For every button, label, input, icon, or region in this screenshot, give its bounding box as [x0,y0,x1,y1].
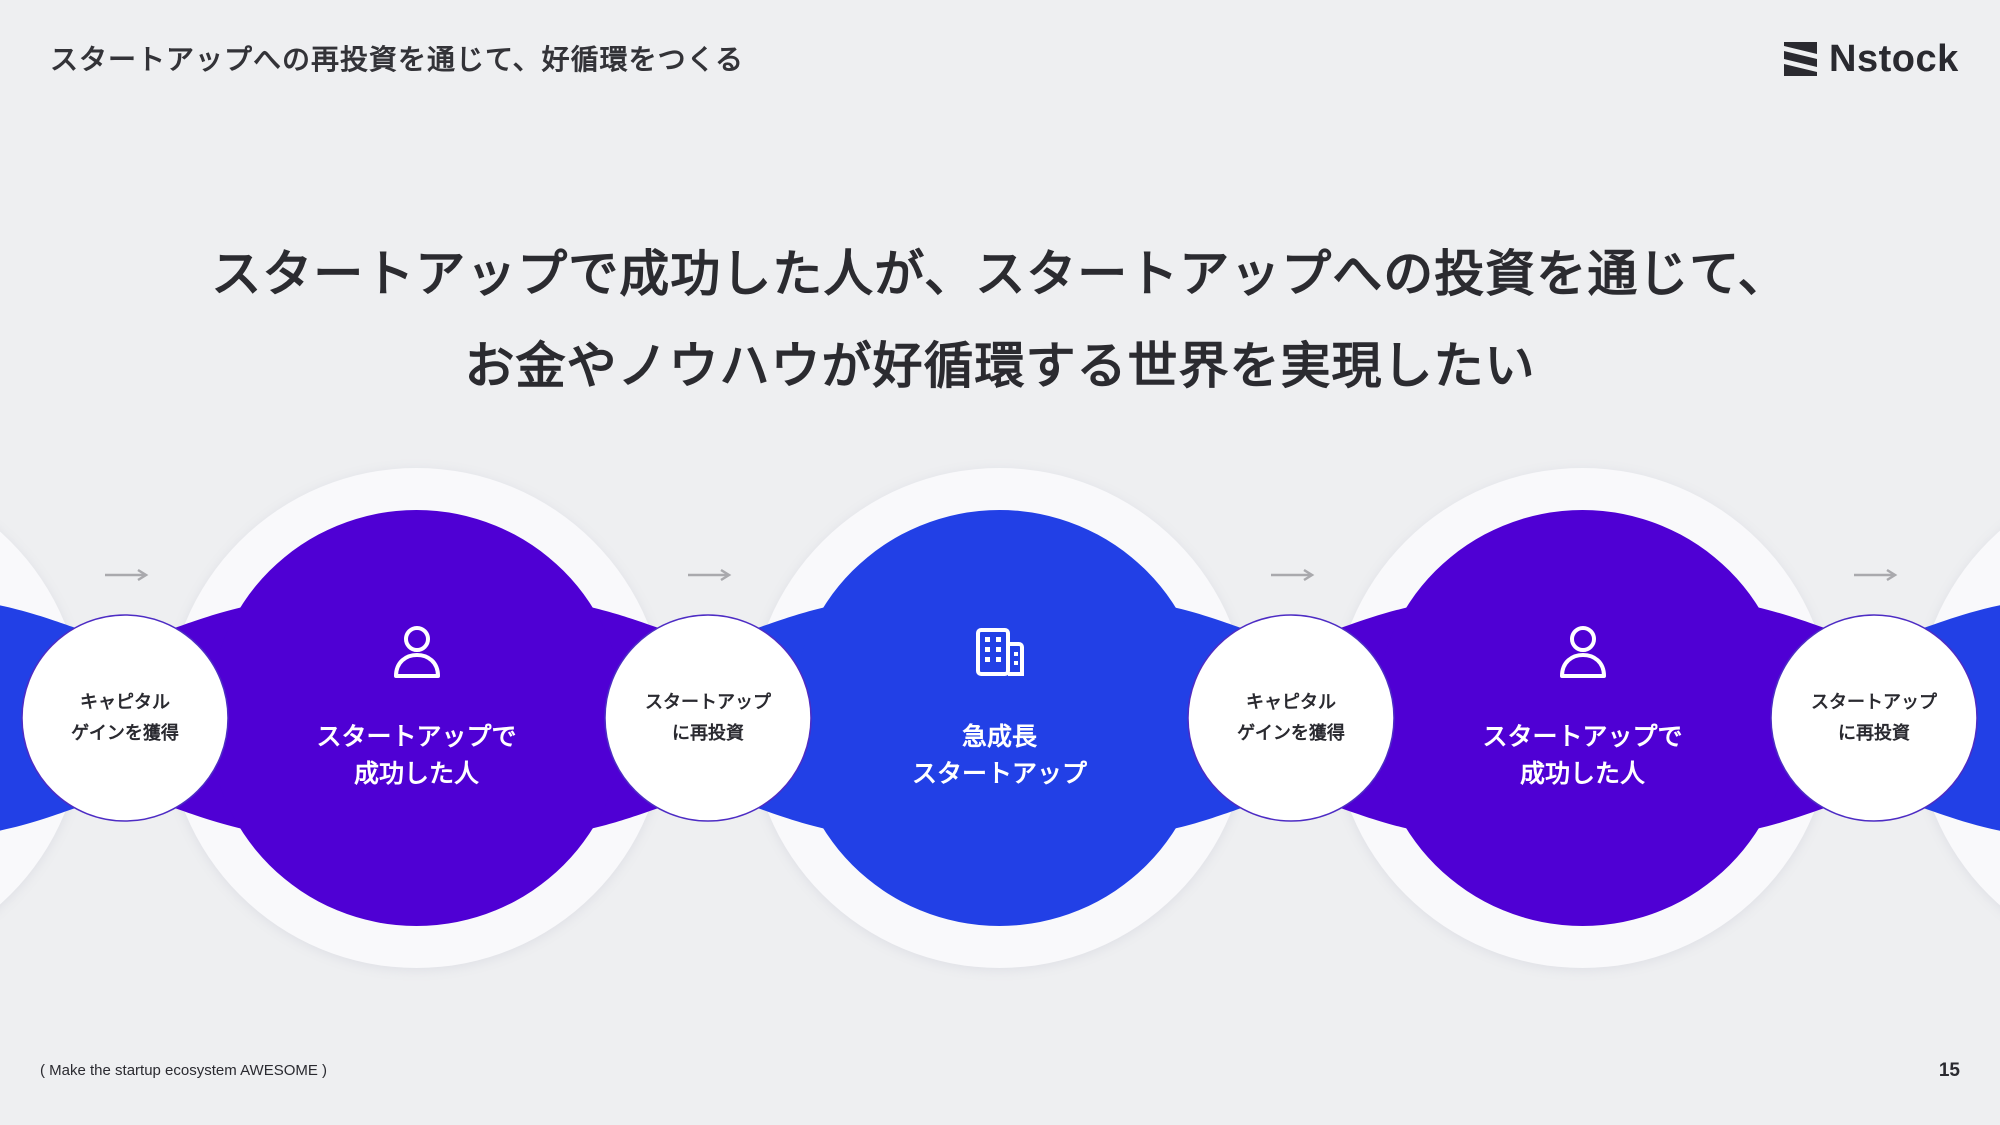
logo: Nstock [1784,40,1959,78]
node-label-line-2: に再投資 [672,723,744,744]
logo-text: Nstock [1829,38,1959,80]
big-node-circle-2 [1374,510,1791,926]
big-node-circle-0 [208,510,625,926]
node-label-line-2: に再投資 [1838,723,1910,744]
node-label-line-1: キャピタル [79,692,170,713]
header-title: スタートアップへの再投資を通じて、好循環をつくる [50,43,745,76]
big-node-label-2: スタートアップで成功した人 [1482,718,1682,792]
node-label-line-2: ゲインを獲得 [1237,723,1345,744]
headline: スタートアップで成功した人が、スタートアップへの投資を通じて、 お金やノウハウが… [0,228,2000,412]
connector-label-2: キャピタルゲインを獲得 [1237,687,1345,749]
big-node-label-0: スタートアップで成功した人 [316,718,516,792]
nstock-logo-icon [1784,42,1817,76]
footer-tagline: ( Make the startup ecosystem AWESOME ) [40,1062,328,1079]
big-node-circle-1 [791,510,1208,926]
node-label-line-1: スタートアップ [1811,692,1937,713]
connector-circle-2 [1187,614,1395,822]
big-node-label-1: 急成長スタートアップ [912,718,1087,792]
arrow-right-icon [688,568,732,582]
person-icon [1558,624,1608,684]
arrow-right-icon [1854,568,1898,582]
connector-circle-3 [1770,614,1978,822]
node-label-line-1: スタートアップで [1482,722,1683,751]
node-label-line-2: スタートアップ [911,759,1088,788]
node-label-line-1: キャピタル [1245,692,1336,713]
node-label-line-1: 急成長 [961,722,1038,751]
connector-circle-0 [21,614,229,822]
headline-line-2: お金やノウハウが好循環する世界を実現したい [464,337,1536,395]
connector-label-0: キャピタルゲインを獲得 [71,687,179,749]
person-icon [392,624,442,684]
node-label-line-2: 成功した人 [353,759,480,788]
node-label-line-2: ゲインを獲得 [71,723,179,744]
node-label-line-1: スタートアップ [645,692,771,713]
building-icon [974,626,1026,682]
connector-label-3: スタートアップに再投資 [1811,687,1937,749]
arrow-right-icon [1271,568,1315,582]
connector-label-1: スタートアップに再投資 [645,687,771,749]
node-label-line-2: 成功した人 [1519,759,1646,788]
headline-line-1: スタートアップで成功した人が、スタートアップへの投資を通じて、 [211,245,1789,303]
node-label-line-1: スタートアップで [316,722,517,751]
connector-circle-1 [604,614,812,822]
page-number: 15 [1938,1060,1960,1081]
arrow-right-icon [105,568,149,582]
